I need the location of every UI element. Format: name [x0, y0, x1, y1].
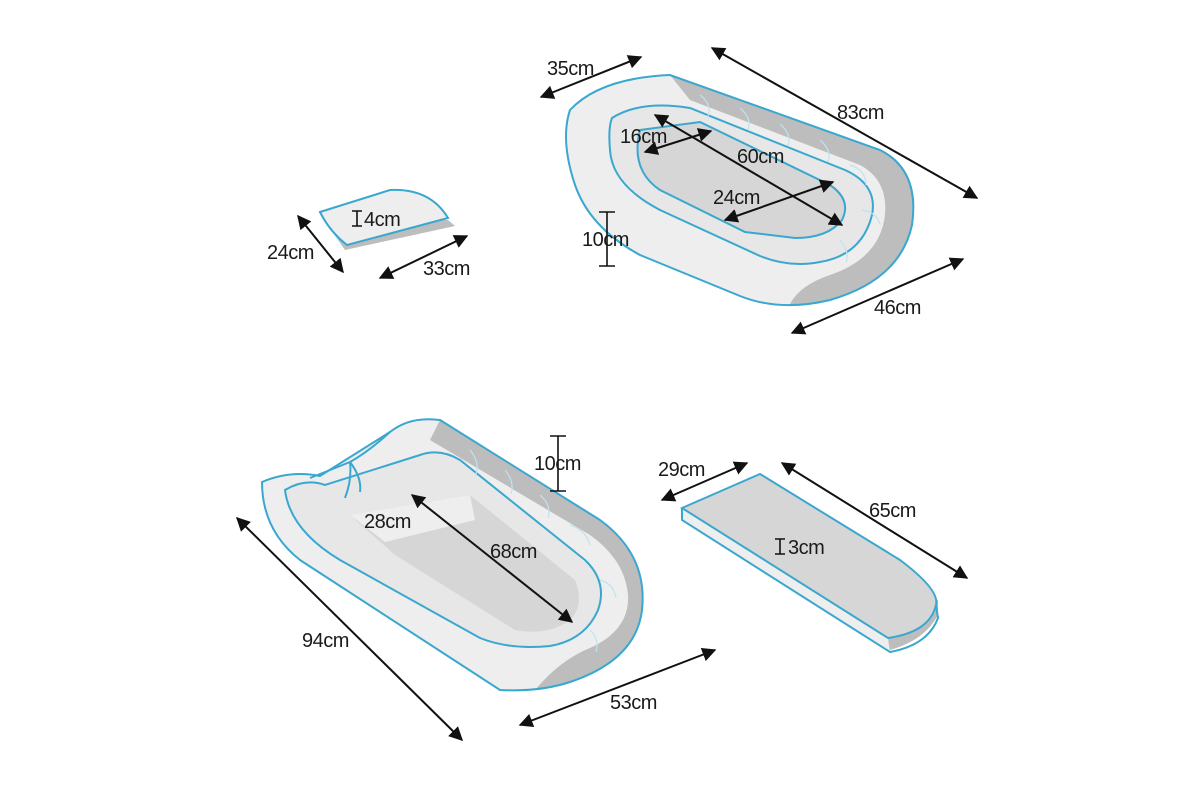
pillow-width-arrow [378, 235, 469, 279]
nest-top-inner-width-label: 24cm [713, 187, 760, 209]
mattress-length-arrow [780, 462, 969, 579]
pillow-thickness-label: 4cm [364, 209, 401, 231]
pillow-width-label: 33cm [423, 258, 470, 280]
nest-bottom-inner-width-label: 28cm [364, 511, 411, 533]
mattress-length-label: 65cm [869, 500, 916, 522]
pillow-illustration [318, 188, 455, 250]
nest-bottom-inner-length-label: 68cm [490, 541, 537, 563]
nest-top-width-arrow [790, 257, 965, 335]
pillow-depth-label: 24cm [267, 242, 314, 264]
nest-bottom-width-label: 53cm [610, 692, 657, 714]
nest-top-bolster-label: 35cm [547, 58, 594, 80]
pillow-depth-arrow [297, 214, 344, 274]
mattress-width-arrow [660, 461, 749, 502]
mattress-illustration [679, 472, 940, 654]
nest-top-height-label: 10cm [582, 229, 629, 251]
mattress-width-label: 29cm [658, 459, 705, 481]
dimension-arrows [236, 47, 979, 741]
nest-top-width-label: 46cm [874, 297, 921, 319]
nest-bottom-length-label: 94cm [302, 630, 349, 652]
nest-bottom-height-tick [550, 435, 566, 492]
nest-bottom-inner-length-arrow [410, 494, 574, 623]
nest-top-inner-width-arrow [723, 179, 835, 223]
nest-bottom-length-arrow [236, 517, 463, 741]
nest-top-height-tick [599, 211, 615, 267]
nest-top-inner-length-label: 60cm [737, 146, 784, 168]
nest-top-length-arrow [710, 47, 979, 199]
nest-top-length-label: 83cm [837, 102, 884, 124]
nest-bottom-height-label: 10cm [534, 453, 581, 475]
pillow-thickness-tick [352, 210, 362, 227]
mattress-thickness-label: 3cm [788, 537, 825, 559]
nest-top-bolster-arrow [539, 55, 643, 99]
mattress-thickness-tick [775, 538, 785, 555]
nest-bottom-width-arrow [518, 647, 717, 728]
nest-top-inner-short-label: 16cm [620, 126, 667, 148]
